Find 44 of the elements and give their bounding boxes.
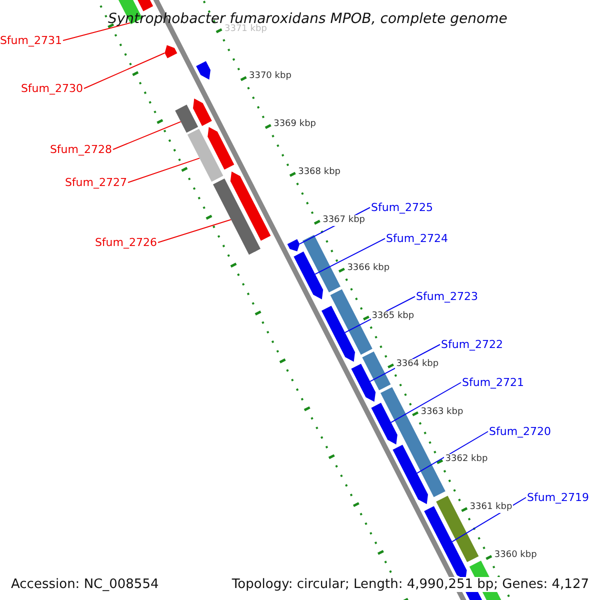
tick-label: 3362 kbp [444, 454, 489, 466]
leader-line [416, 431, 488, 474]
gene-feature [322, 306, 355, 362]
tick-label: 3366 kbp [346, 262, 391, 274]
gene-label: Sfum_2726 [94, 237, 157, 248]
leader-line [128, 158, 200, 183]
gene-label: Sfum_2719 [527, 492, 590, 503]
leader-line [84, 52, 166, 89]
tick-label: 3360 kbp [493, 550, 538, 562]
gene-feature [392, 444, 428, 504]
footer-text: Accession: NC_008554 [10, 577, 160, 592]
leader-line [62, 22, 131, 41]
gene-feature [351, 364, 376, 402]
tick-label: 3365 kbp [370, 310, 416, 322]
tick-label: 3370 kbp [248, 71, 292, 82]
gene-feature [424, 506, 467, 580]
gene-label: Sfum_2730 [20, 83, 83, 94]
gene-feature [175, 104, 198, 133]
gene-label: Sfum_2720 [489, 426, 552, 437]
gene-feature [371, 402, 398, 444]
tick-label: 3368 kbp [297, 167, 342, 178]
tick-label: 3363 kbp [420, 406, 464, 418]
gene-feature [287, 239, 300, 252]
tick-label: 3361 kbp [468, 502, 514, 514]
leader-line [314, 238, 386, 275]
leader-line [390, 382, 462, 423]
gene-feature [164, 45, 178, 58]
tick-label: 3367 kbp [322, 215, 366, 226]
tick-label: 3369 kbp [272, 119, 317, 130]
gene-label: Sfum_2731 [0, 35, 62, 46]
gene-label: Sfum_2725 [371, 202, 434, 213]
leader-line [112, 121, 182, 150]
gene-label: Sfum_2723 [416, 291, 478, 302]
gene-label: Sfum_2727 [64, 177, 127, 188]
leader-line [158, 219, 232, 243]
tick-label: 3364 kbp [395, 358, 440, 370]
gene-feature [213, 178, 260, 255]
gene-label: Sfum_2721 [462, 377, 524, 388]
gene-label: Sfum_2728 [50, 144, 112, 155]
gene-label: Sfum_2724 [386, 233, 448, 244]
gene-label: Sfum_2722 [441, 339, 504, 350]
gene-feature [187, 128, 224, 182]
footer-text: Topology: circular; Length: 4,990,251 bp; Genes: 4,127 [230, 577, 590, 592]
gene-feature [294, 252, 324, 300]
